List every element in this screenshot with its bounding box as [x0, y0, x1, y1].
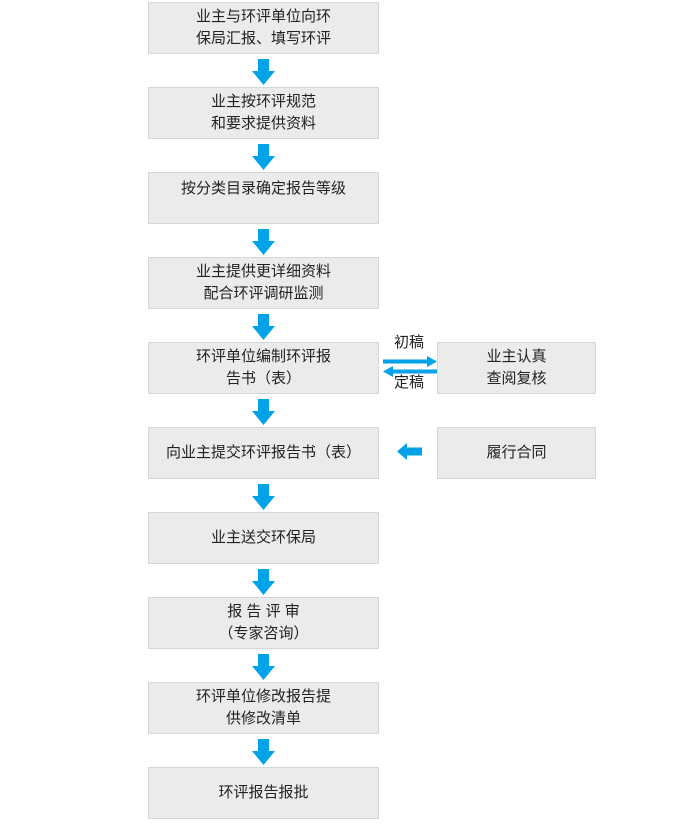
down-arrow-icon	[252, 314, 275, 340]
left-arrow-icon	[397, 443, 422, 460]
down-arrow-icon	[252, 739, 275, 765]
flow-step-report-to-epb: 业主与环评单位向环 保局汇报、填写环评	[148, 2, 379, 54]
down-arrow-icon	[252, 569, 275, 595]
down-arrow-icon	[252, 399, 275, 425]
side-step-owner-review: 业主认真 查阅复核	[437, 342, 596, 394]
flow-step-report-review: 报 告 评 审 （专家咨询）	[148, 597, 379, 649]
down-arrow-icon	[252, 59, 275, 85]
down-arrow-icon	[252, 229, 275, 255]
flow-step-send-to-epb: 业主送交环保局	[148, 512, 379, 564]
flow-step-detailed-materials: 业主提供更详细资料 配合环评调研监测	[148, 257, 379, 309]
flow-step-report-approval: 环评报告报批	[148, 767, 379, 819]
flow-step-submit-to-owner: 向业主提交环评报告书（表）	[148, 427, 379, 479]
final-label: 定稿	[393, 374, 424, 391]
draft-label: 初稿	[393, 334, 424, 351]
side-step-fulfil-contract: 履行合同	[437, 427, 596, 479]
down-arrow-icon	[252, 654, 275, 680]
left-arrow-icon	[383, 366, 437, 377]
flow-step-revise-report: 环评单位修改报告提 供修改清单	[148, 682, 379, 734]
flow-step-determine-report-level: 按分类目录确定报告等级	[148, 172, 379, 224]
flow-step-provide-materials: 业主按环评规范 和要求提供资料	[148, 87, 379, 139]
down-arrow-icon	[252, 144, 275, 170]
down-arrow-icon	[252, 484, 275, 510]
flow-step-compile-report: 环评单位编制环评报 告书（表）	[148, 342, 379, 394]
right-arrow-icon	[383, 356, 437, 367]
